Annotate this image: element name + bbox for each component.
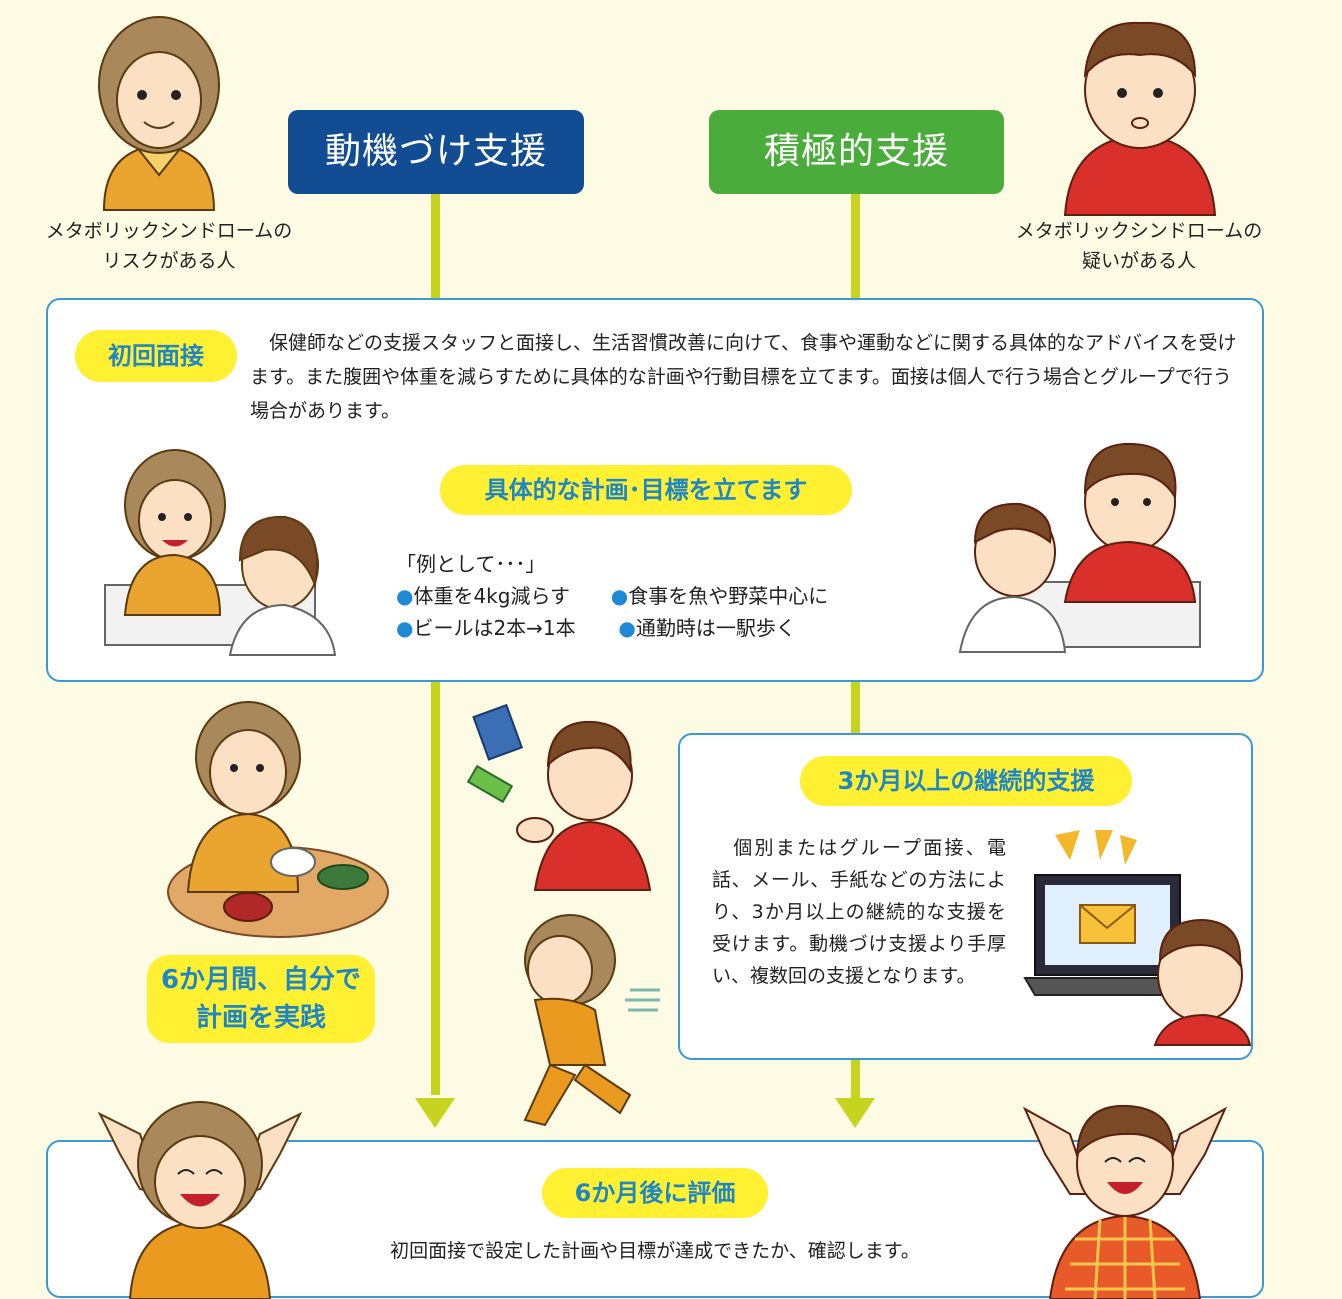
connector-left-mid: [431, 680, 440, 1095]
practice-label: 6か月間、自分で 計画を実践: [147, 955, 375, 1043]
arrow-down-right-icon: [835, 1098, 875, 1128]
man-interview-illustration: [958, 442, 1201, 653]
left-caption-line1: メタボリックシンドロームの: [45, 220, 293, 242]
connector-right-mid: [851, 680, 860, 735]
woman-risk-illustration: [98, 16, 220, 211]
motivational-support-header: 動機づけ支援: [288, 110, 584, 194]
example-item: 食事を魚や野菜中心に: [628, 584, 829, 608]
example-item: 体重を4kg減らす: [413, 584, 571, 608]
plan-goal-label: 具体的な計画･目標を立てます: [440, 465, 852, 515]
woman-interview-illustration: [104, 449, 337, 656]
bullet-icon: ●: [618, 616, 636, 640]
examples-row-2: ●ビールは2本→1本 ●通勤時は一駅歩く: [396, 612, 828, 644]
continuous-support-text: 個別またはグループ面接、電話、メール、手紙などの方法により、3か月以上の継続的な…: [712, 837, 1006, 987]
connector-left-top: [431, 194, 440, 300]
initial-interview-text: 保健師などの支援スタッフと面接し、生活習慣改善に向けて、食事や運動などに関する具…: [250, 332, 1237, 422]
evaluation-label: 6か月後に評価: [542, 1168, 768, 1218]
right-person-caption: メタボリックシンドロームの 疑いがある人: [994, 216, 1284, 276]
right-caption-line2: 疑いがある人: [1081, 250, 1196, 272]
arrow-down-left-icon: [415, 1098, 455, 1128]
example-item: ビールは2本→1本: [413, 616, 576, 640]
examples-intro: 「例として･･･」: [396, 552, 546, 576]
bullet-icon: ●: [396, 616, 414, 640]
connector-right-top: [851, 194, 860, 300]
practice-line1: 6か月間、自分で: [160, 965, 362, 995]
woman-jogging-illustration: [523, 914, 660, 1127]
evaluation-text: 初回面接で設定した計画や目標が達成できたか、確認します。: [390, 1240, 920, 1262]
woman-eating-illustration: [167, 701, 389, 938]
initial-interview-label: 初回面接: [75, 330, 237, 382]
right-caption-line1: メタボリックシンドロームの: [1015, 220, 1263, 242]
connector-right-low: [851, 1058, 860, 1098]
examples-block: 「例として･･･」 ●体重を4kg減らす ●食事を魚や野菜中心に ●ビールは2本…: [396, 548, 828, 644]
bullet-icon: ●: [396, 584, 414, 608]
woman-cheering-illustration: [97, 1101, 303, 1299]
left-person-caption: メタボリックシンドロームの リスクがある人: [24, 216, 314, 276]
man-cheering-illustration: [1022, 1104, 1228, 1299]
active-support-header: 積極的支援: [709, 110, 1004, 194]
laptop-mail-illustration: [1023, 830, 1252, 1046]
bullet-icon: ●: [610, 584, 629, 608]
example-item: 通勤時は一駅歩く: [635, 616, 796, 640]
man-refusing-snacks-illustration: [466, 703, 652, 891]
left-caption-line2: リスクがある人: [102, 250, 236, 272]
examples-row-1: ●体重を4kg減らす ●食事を魚や野菜中心に: [396, 580, 828, 612]
man-suspected-illustration: [1063, 21, 1217, 216]
continuous-support-label: 3か月以上の継続的支援: [800, 756, 1132, 806]
practice-line2: 計画を実践: [195, 1003, 326, 1033]
